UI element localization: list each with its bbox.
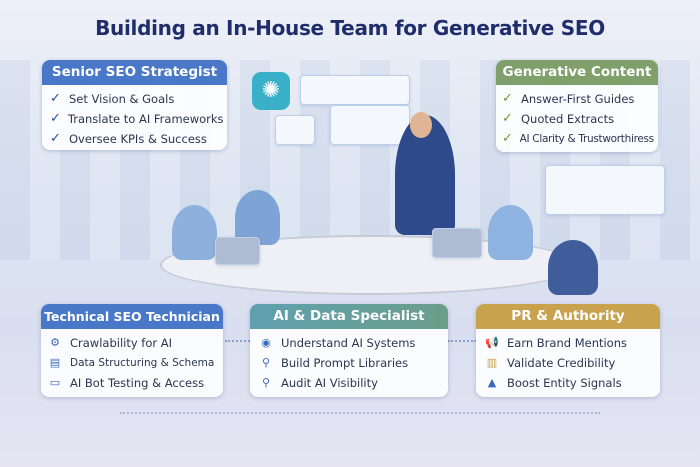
check-icon: ✓ (50, 91, 61, 106)
card-pr-authority: PR & Authority 📢 Earn Brand Mentions ▥ Val… (476, 304, 660, 397)
gear-icon: ⚙ (50, 336, 60, 349)
item-label: Understand AI Systems (281, 336, 416, 350)
megaphone-icon: 📢 (485, 336, 499, 349)
item-label: Boost Entity Signals (507, 376, 622, 390)
item-label: Build Prompt Libraries (281, 356, 409, 370)
item-label: Quoted Extracts (521, 112, 615, 126)
list-item: ⚲ Build Prompt Libraries (258, 353, 440, 373)
wall-chart-screen (545, 165, 665, 215)
card-title: AI & Data Specialist (250, 304, 448, 329)
robot-icon: ◉ (261, 336, 271, 349)
item-label: Answer-First Guides (521, 92, 635, 106)
list-item: ✓ Oversee KPIs & Success (50, 129, 219, 149)
list-item: ⚲ Audit AI Visibility (258, 373, 440, 393)
laptop (215, 237, 260, 265)
list-item: 📢 Earn Brand Mentions (484, 333, 652, 353)
check-icon: ✓ (502, 131, 513, 146)
list-item: ▥ Validate Credibility (484, 353, 652, 373)
item-label: Data Structuring & Schema (70, 357, 215, 369)
seated-person (488, 205, 533, 260)
list-item: ✓ Answer-First Guides (502, 89, 652, 109)
list-item: ◉ Understand AI Systems (258, 333, 440, 353)
building-icon: ▥ (486, 356, 498, 369)
page-title: Building an In-House Team for Generative… (95, 16, 605, 40)
check-icon: ✓ (502, 91, 513, 106)
list-item: ✓ Translate to AI Frameworks (50, 109, 224, 129)
card-generative-content: Generative Content ✓Answer-First Guides … (496, 60, 658, 152)
item-label: Oversee KPIs & Success (69, 132, 207, 146)
card-title: Generative Content (496, 60, 658, 85)
database-icon: ▤ (49, 356, 61, 369)
presenter-head (410, 112, 432, 138)
check-icon: ✓ (50, 131, 61, 146)
entity-signal-icon: ▲ (487, 376, 497, 389)
item-label: Audit AI Visibility (281, 376, 378, 390)
item-label: AI Bot Testing & Access (70, 376, 205, 390)
item-label: Crawlability for AI (70, 336, 173, 350)
list-item: ▲ Boost Entity Signals (484, 373, 652, 393)
magnifier-icon: ⚲ (261, 356, 271, 369)
browser-window-icon: ▭ (49, 376, 61, 389)
list-item: ✓ Quoted Extracts (502, 109, 652, 129)
item-label: Earn Brand Mentions (507, 336, 627, 350)
card-title: Senior SEO Strategist (42, 60, 227, 85)
connector-line (120, 412, 600, 414)
check-icon: ✓ (50, 111, 61, 126)
floating-dashboard (330, 105, 410, 145)
search-icon: ⚲ (261, 376, 271, 389)
item-label: Validate Credibility (507, 356, 616, 370)
floating-dashboard (275, 115, 315, 145)
check-icon: ✓ (502, 111, 513, 126)
item-label: Set Vision & Goals (69, 92, 175, 106)
item-label: Translate to AI Frameworks (67, 112, 224, 126)
list-item: ✓ AI Clarity & Trustworthiress (502, 129, 655, 149)
card-senior-seo-strategist: Senior SEO Strategist ✓ Set Vision & Goal… (42, 60, 227, 150)
card-title: PR & Authority (476, 304, 660, 329)
list-item: ▤ Data Structuring & Schema (47, 353, 217, 373)
seated-person (235, 190, 280, 245)
card-title: Technical SEO Technician (41, 304, 223, 329)
ai-logo-icon: ✺ (252, 72, 290, 110)
list-item: ▭ AI Bot Testing & Access (47, 373, 217, 393)
floating-dashboard (300, 75, 410, 105)
connector-line (225, 340, 250, 342)
card-ai-data-specialist: AI & Data Specialist ◉ Understand AI Syst… (250, 304, 448, 397)
seated-person (548, 240, 598, 295)
card-technical-seo-technician: Technical SEO Technician ⚙ Crawlability f… (41, 304, 223, 397)
list-item: ⚙ Crawlability for AI (47, 333, 217, 353)
laptop (432, 228, 482, 258)
seated-person (172, 205, 217, 260)
item-label: AI Clarity & Trustworthiress (519, 133, 655, 145)
list-item: ✓ Set Vision & Goals (50, 89, 219, 109)
connector-line (448, 340, 476, 342)
